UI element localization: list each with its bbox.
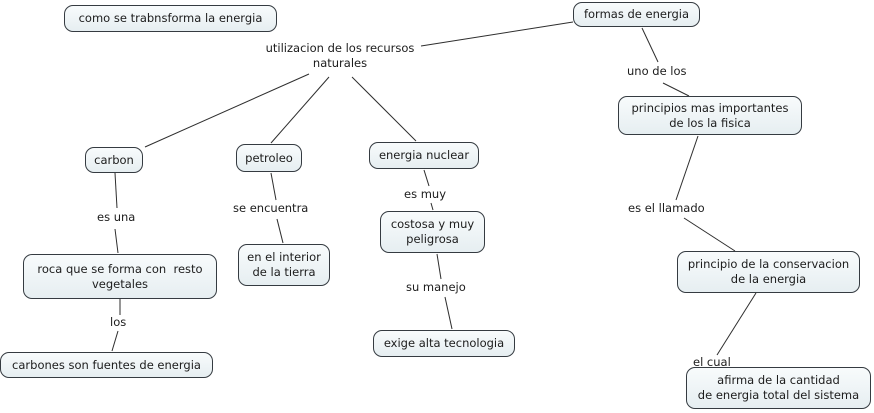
node-principio-conservacion-label: principio de la conservacion de la energ… [687, 257, 850, 286]
link-label-uno-de-los[interactable]: uno de los [627, 64, 687, 78]
node-afirma-cantidad-label: afirma de la cantidad de energia total d… [697, 373, 860, 402]
link-label-su-manejo[interactable]: su manejo [406, 280, 466, 294]
node-petroleo-label: petroleo [245, 150, 293, 165]
connector-es-una-roca [114, 228, 119, 254]
link-label-se-encuentra[interactable]: se encuentra [233, 201, 309, 215]
node-roca-resto-vegetales[interactable]: roca que se forma con resto vegetales [23, 254, 217, 299]
node-carbones-fuentes[interactable]: carbones son fuentes de energia [0, 352, 213, 378]
node-carbon-label: carbon [94, 152, 134, 167]
connector-formas-uno-de-los [641, 27, 659, 63]
node-como-se-transforma-label: como se trabnsforma la energia [78, 11, 263, 25]
connector-uno-de-los-principios [662, 82, 690, 97]
link-label-el-cual[interactable]: el cual [693, 355, 731, 369]
node-principios-mas-importantes[interactable]: principios mas importantes de los la fis… [618, 96, 802, 135]
link-label-utilizacion-recursos[interactable]: utilizacion de los recursos naturales [265, 41, 415, 70]
connector-su-manejo-exige [444, 296, 453, 330]
connector-petroleo-se-encuentra [270, 172, 277, 201]
node-principio-conservacion[interactable]: principio de la conservacion de la energ… [677, 251, 860, 293]
connector-utilizacion-formas [420, 21, 574, 47]
connector-principios-es-el-llamado [675, 135, 699, 201]
node-costosa-peligrosa-label: costosa y muy peligrosa [390, 217, 475, 246]
connector-principio-conservacion-el-cual [716, 292, 757, 356]
node-roca-resto-vegetales-label: roca que se forma con resto vegetales [37, 261, 203, 291]
connector-es-muy-costosa [430, 202, 434, 211]
node-exige-alta-tecnologia[interactable]: exige alta tecnologia [373, 330, 515, 357]
connector-es-el-llamado-principio-conservacion [683, 217, 736, 252]
node-energia-nuclear-label: energia nuclear [378, 148, 470, 162]
connector-utilizacion-carbon [144, 73, 310, 148]
node-carbon[interactable]: carbon [85, 147, 143, 173]
node-como-se-transforma[interactable]: como se trabnsforma la energia [64, 5, 277, 32]
connector-energia-nuclear-es-muy [423, 169, 430, 187]
node-interior-tierra[interactable]: en el interior de la tierra [238, 244, 330, 286]
connector-costosa-su-manejo [436, 253, 442, 280]
node-afirma-cantidad[interactable]: afirma de la cantidad de energia total d… [686, 367, 871, 409]
link-label-los[interactable]: los [110, 315, 127, 329]
link-label-es-una[interactable]: es una [97, 210, 136, 224]
node-formas-de-energia-label: formas de energia [583, 7, 690, 21]
connector-los-carbones [111, 330, 119, 352]
connector-utilizacion-energia-nuclear [351, 76, 417, 142]
node-exige-alta-tecnologia-label: exige alta tecnologia [383, 336, 505, 350]
connector-utilizacion-petroleo [270, 76, 330, 144]
link-label-es-muy[interactable]: es muy [404, 187, 447, 201]
node-interior-tierra-label: en el interior de la tierra [247, 250, 321, 279]
node-formas-de-energia[interactable]: formas de energia [573, 2, 700, 27]
node-principios-mas-importantes-label: principios mas importantes de los la fis… [631, 100, 789, 130]
connector-se-encuentra-interior [276, 218, 284, 244]
node-energia-nuclear[interactable]: energia nuclear [369, 142, 479, 169]
node-costosa-peligrosa[interactable]: costosa y muy peligrosa [380, 211, 485, 253]
link-label-es-el-llamado[interactable]: es el llamado [628, 201, 705, 215]
connector-carbon-es-una [114, 172, 118, 209]
node-petroleo[interactable]: petroleo [236, 144, 302, 172]
node-carbones-fuentes-label: carbones son fuentes de energia [12, 357, 201, 372]
